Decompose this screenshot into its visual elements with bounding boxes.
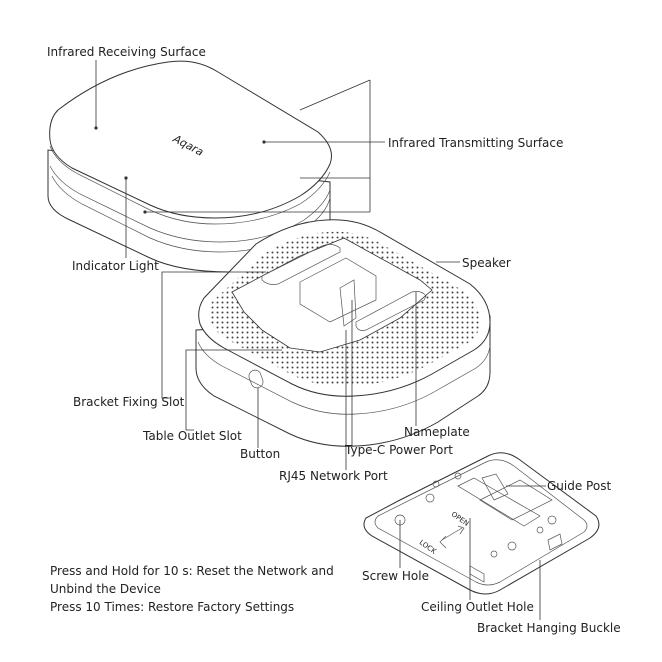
label-indicator-light: Indicator Light	[72, 259, 159, 273]
leader-lines	[94, 60, 546, 620]
note-reset-line2: Unbind the Device	[50, 582, 161, 596]
label-table-outlet-slot: Table Outlet Slot	[143, 429, 242, 443]
label-ir-transmitting-surface: Infrared Transmitting Surface	[388, 136, 564, 150]
label-guide-post: Guide Post	[547, 479, 612, 493]
label-ceiling-outlet-hole: Ceiling Outlet Hole	[421, 600, 534, 614]
speaker-unit	[195, 219, 491, 447]
label-speaker: Speaker	[462, 256, 511, 270]
label-nameplate: Nameplate	[404, 425, 470, 439]
bracket	[363, 452, 600, 595]
label-button: Button	[240, 447, 281, 461]
label-type-c-power-port: Type-C Power Port	[345, 443, 453, 457]
label-bracket-fixing-slot: Bracket Fixing Slot	[73, 395, 185, 409]
note-factory-reset: Press 10 Times: Restore Factory Settings	[50, 600, 295, 614]
label-screw-hole: Screw Hole	[362, 569, 429, 583]
hub-top-device	[47, 60, 332, 273]
label-rj45-network-port: RJ45 Network Port	[279, 469, 388, 483]
note-reset-line1: Press and Hold for 10 s: Reset the Netwo…	[50, 564, 334, 578]
label-bracket-hanging-buckle: Bracket Hanging Buckle	[477, 621, 621, 635]
label-ir-receiving-surface: Infrared Receiving Surface	[47, 45, 206, 59]
